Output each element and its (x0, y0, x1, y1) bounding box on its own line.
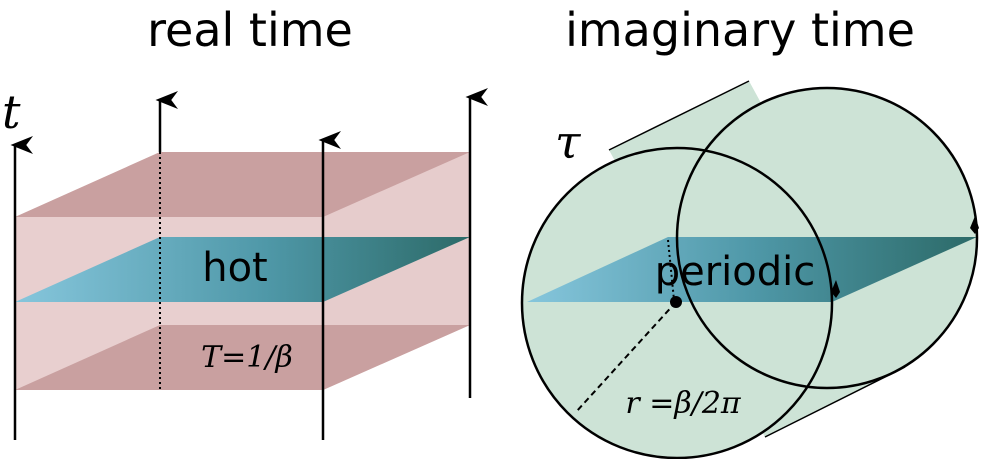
periodic-plane (527, 237, 977, 302)
front-circle-arrow-icon (831, 280, 840, 298)
imaginary-time-title: imaginary time (565, 3, 915, 57)
cylinder-top-edge (608, 80, 750, 151)
hot-plane (15, 237, 470, 302)
slab-top-face (15, 152, 470, 217)
temperature-label: T=1/β (201, 340, 293, 375)
hot-label: hot (202, 245, 268, 291)
real-time-panel: real time t hot T=1/β (2, 3, 488, 440)
radius-label: r =β/2π (625, 386, 742, 421)
t-axis-label: t (2, 85, 21, 139)
real-time-title: real time (147, 3, 353, 57)
front-circle (520, 146, 834, 459)
back-circle-arrow-icon (970, 216, 979, 234)
cylinder-bottom-edge (764, 366, 906, 438)
imaginary-time-panel: imaginary time τ periodic r =β/2π (520, 3, 979, 459)
radius-line (575, 301, 677, 413)
back-circle (675, 86, 979, 390)
axis-dotted-line (667, 239, 675, 301)
tau-axis-label: τ (555, 115, 582, 169)
slab-bottom-face (15, 325, 470, 390)
